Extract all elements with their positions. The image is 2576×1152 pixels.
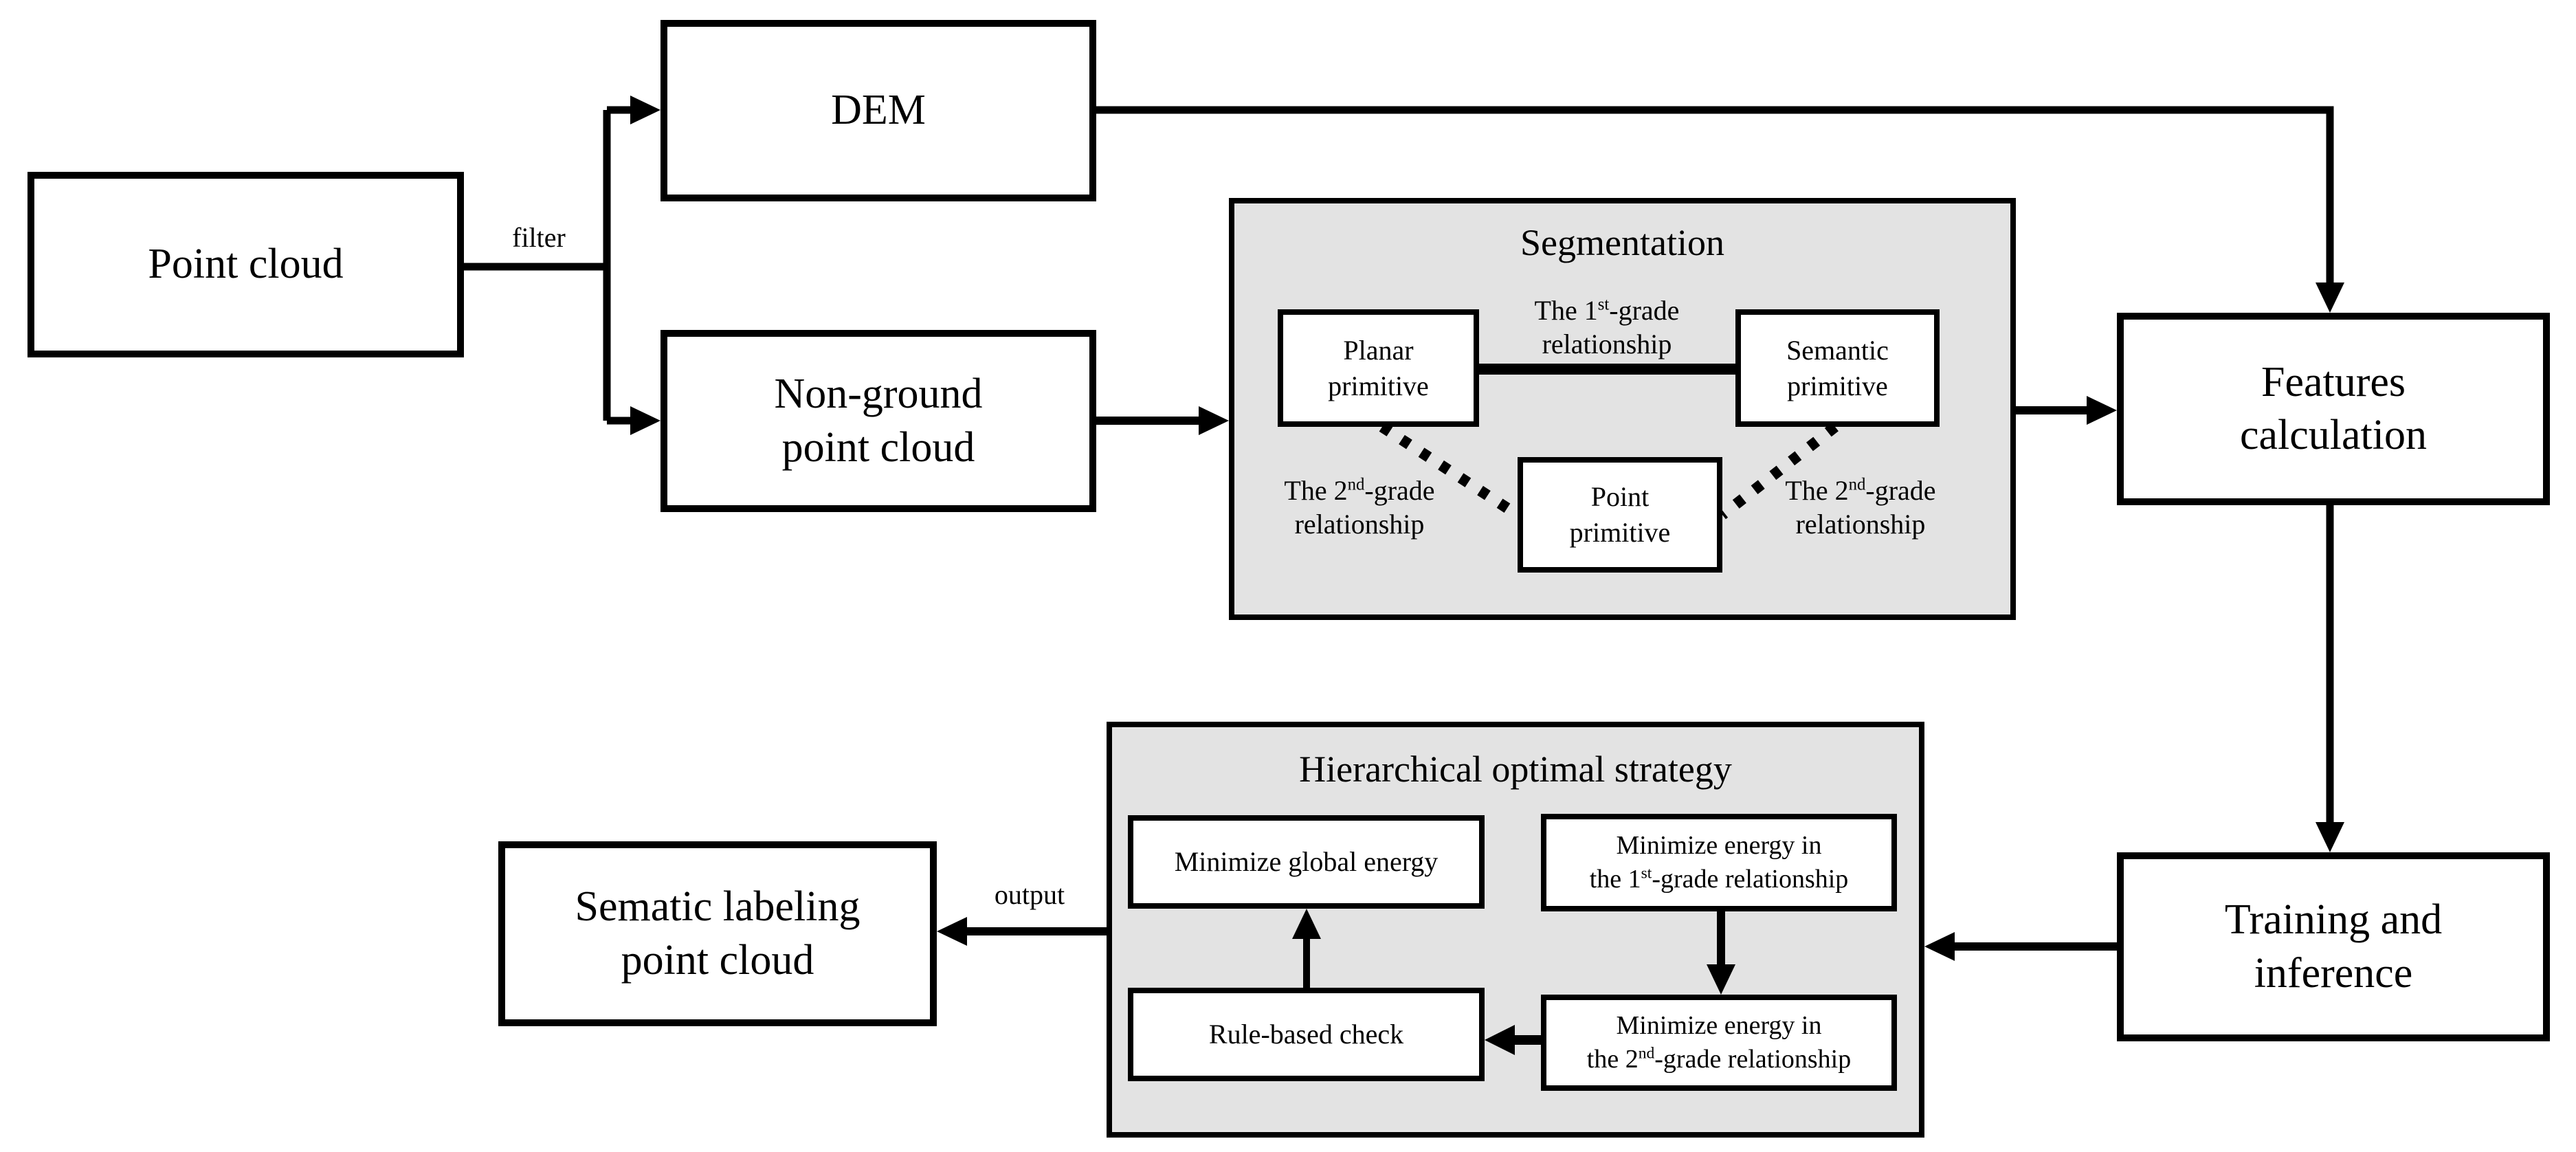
label-grade2-right: The 2nd-grade relationship [1730, 474, 1991, 542]
arrowhead-into-features-top [2316, 283, 2344, 313]
arrowhead-to-dem [630, 96, 660, 124]
arrowhead-into-rule [1485, 1025, 1515, 1055]
edge-filter-branch [464, 106, 630, 425]
node-minimize-global: Minimize global energy [1128, 815, 1485, 909]
node-training-line2: inference [2254, 949, 2413, 997]
node-point-cloud: Point cloud [27, 172, 464, 357]
minimize-first-sup: st [1641, 864, 1652, 883]
node-features-line1: Features [2261, 358, 2406, 406]
minimize-second-line2: the 2nd-grade relationship [1587, 1043, 1851, 1076]
arrowhead-into-minsecond [1707, 964, 1735, 995]
node-point-cloud-label: Point cloud [148, 241, 344, 288]
minimize-global-label: Minimize global energy [1174, 846, 1439, 877]
node-dem: DEM [660, 20, 1096, 201]
minimize-first-line1: Minimize energy in [1616, 830, 1822, 860]
grade1-pre: The 1 [1534, 295, 1598, 326]
edge-grade2-left-link [1379, 422, 1521, 520]
arrowhead-into-features-left [2087, 396, 2117, 425]
node-training: Training and inference [2117, 852, 2550, 1041]
arrowhead-into-hierarchical [1924, 932, 1955, 961]
arrowhead-to-non-ground [630, 406, 660, 435]
node-non-ground: Non-ground point cloud [660, 330, 1096, 512]
grade2-left-line1: The 2nd-grade [1229, 474, 1490, 508]
minimize-second-post: -grade relationship [1654, 1045, 1852, 1074]
node-planar-primitive: Planar primitive [1278, 309, 1479, 427]
node-point-primitive: Point primitive [1518, 457, 1722, 573]
grade2-left-post: -grade [1364, 475, 1435, 506]
node-non-ground-line2: point cloud [781, 423, 975, 471]
semantic-line2: primitive [1787, 370, 1888, 401]
node-sematic-line1: Sematic labeling [575, 883, 860, 930]
grade2-left-sup: nd [1347, 475, 1365, 494]
node-non-ground-line1: Non-ground [774, 370, 983, 417]
point-primitive-line1: Point [1590, 481, 1650, 512]
arrowhead-into-sematic [937, 917, 967, 946]
arrowhead-into-segmentation [1199, 406, 1229, 435]
grade2-right-post: -grade [1865, 475, 1936, 506]
grade2-right-sup: nd [1848, 475, 1866, 494]
grade2-left-pre: The 2 [1284, 475, 1348, 506]
rule-based-check-label: Rule-based check [1208, 1019, 1404, 1050]
node-rule-based-check: Rule-based check [1128, 988, 1485, 1081]
grade1-post: -grade [1609, 295, 1680, 326]
grade2-right-pre: The 2 [1785, 475, 1849, 506]
edge-grade2-right-link [1719, 422, 1839, 520]
grade1-line1: The 1st-grade [1486, 294, 1728, 328]
edge-dem-to-features [1096, 106, 2334, 283]
arrowhead-into-minglobal [1292, 909, 1321, 939]
minimize-second-sup: nd [1638, 1044, 1655, 1063]
node-features-line2: calculation [2240, 412, 2427, 458]
minimize-second-pre: the 2 [1586, 1045, 1639, 1074]
grade2-right-line1: The 2nd-grade [1730, 474, 1991, 508]
label-grade1-relationship: The 1st-grade relationship [1486, 294, 1728, 362]
segmentation-title: Segmentation [1520, 222, 1724, 263]
edge-label-filter: filter [512, 222, 566, 253]
point-primitive-line2: primitive [1569, 517, 1671, 548]
node-minimize-second: Minimize energy in the 2nd-grade relatio… [1541, 995, 1897, 1091]
grade2-left-line2: relationship [1294, 508, 1425, 540]
grade2-right-line2: relationship [1795, 508, 1926, 540]
planar-line2: primitive [1328, 370, 1429, 401]
semantic-line1: Semantic [1786, 334, 1889, 366]
grade1-line2: relationship [1542, 328, 1672, 359]
planar-line1: Planar [1343, 334, 1414, 366]
hierarchical-title: Hierarchical optimal strategy [1299, 749, 1732, 790]
minimize-first-line2: the 1st-grade relationship [1590, 863, 1849, 896]
node-sematic-labeling: Sematic labeling point cloud [498, 841, 937, 1026]
minimize-first-post: -grade relationship [1652, 865, 1849, 894]
label-grade2-left: The 2nd-grade relationship [1229, 474, 1490, 542]
grade1-sup: st [1597, 295, 1610, 314]
arrowhead-into-training [2316, 822, 2344, 852]
node-semantic-primitive: Semantic primitive [1735, 309, 1940, 427]
edge-label-output: output [994, 879, 1065, 910]
minimize-first-pre: the 1 [1589, 865, 1641, 894]
node-features: Features calculation [2117, 313, 2550, 505]
node-training-line1: Training and [2224, 896, 2443, 943]
node-dem-label: DEM [831, 87, 926, 134]
minimize-second-line1: Minimize energy in [1616, 1010, 1822, 1040]
node-minimize-first: Minimize energy in the 1st-grade relatio… [1541, 814, 1897, 911]
node-sematic-line2: point cloud [621, 936, 814, 984]
